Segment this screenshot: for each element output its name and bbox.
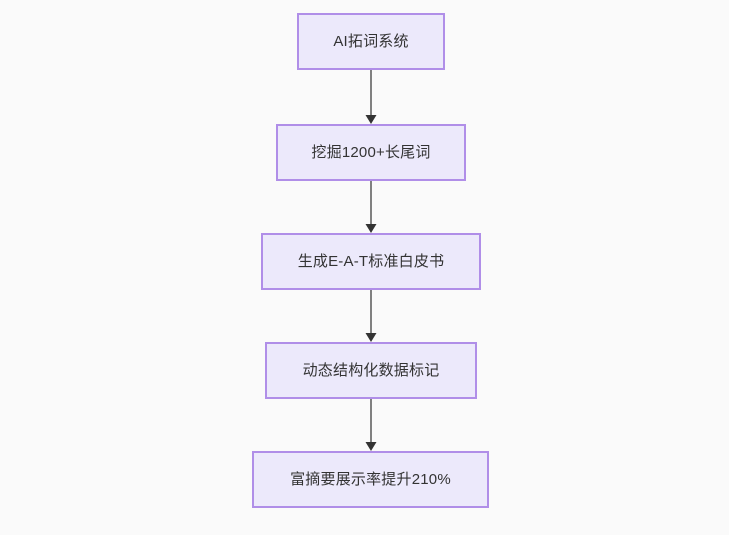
edge-n3-n4 bbox=[365, 290, 377, 342]
flow-node-label: 富摘要展示率提升210% bbox=[290, 471, 451, 488]
flow-node-label: AI拓词系统 bbox=[333, 33, 409, 50]
flow-node-generate-eat-whitepaper[interactable]: 生成E-A-T标准白皮书 bbox=[261, 233, 481, 290]
flow-node-mine-longtail-keywords[interactable]: 挖掘1200+长尾词 bbox=[276, 124, 466, 181]
flow-node-rich-snippet-impression-uplift[interactable]: 富摘要展示率提升210% bbox=[252, 451, 489, 508]
flow-node-dynamic-structured-data-markup[interactable]: 动态结构化数据标记 bbox=[265, 342, 477, 399]
flow-node-label: 生成E-A-T标准白皮书 bbox=[297, 253, 445, 270]
edge-n1-n2 bbox=[365, 70, 377, 124]
flow-node-ai-keyword-system[interactable]: AI拓词系统 bbox=[297, 13, 445, 70]
flow-node-label: 动态结构化数据标记 bbox=[302, 362, 440, 379]
edge-n4-n5 bbox=[365, 399, 377, 451]
flow-node-label: 挖掘1200+长尾词 bbox=[311, 144, 431, 161]
edge-n2-n3 bbox=[365, 181, 377, 233]
